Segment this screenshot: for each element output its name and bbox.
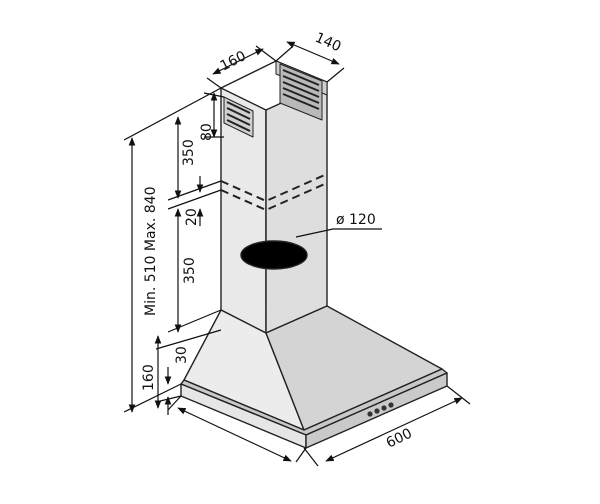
vent-grille-right-icon xyxy=(279,63,323,121)
hood-drawing xyxy=(180,60,448,449)
label-overlap: 20 xyxy=(184,208,200,226)
dimension-lines xyxy=(123,41,471,467)
label-duct-diameter: ø 120 xyxy=(336,212,376,228)
label-hood-width: 600 xyxy=(384,425,415,451)
label-chimney-width: 160 xyxy=(218,48,249,74)
label-base-thickness: 30 xyxy=(174,346,190,364)
duct-hole-icon xyxy=(240,240,308,270)
label-chimney-depth: 140 xyxy=(312,30,343,55)
label-lower-section: 350 xyxy=(182,257,198,284)
chimney-right-face xyxy=(265,81,328,334)
label-vent-height: 80 xyxy=(199,123,215,141)
label-canopy-height: 160 xyxy=(141,364,157,391)
overlap-line-upper xyxy=(220,173,328,202)
label-total-height: Min. 510 Max. 840 xyxy=(143,187,159,316)
label-upper-section: 350 xyxy=(181,139,197,166)
vent-grille-left-icon xyxy=(223,96,254,138)
overlap-line-lower xyxy=(220,182,328,211)
